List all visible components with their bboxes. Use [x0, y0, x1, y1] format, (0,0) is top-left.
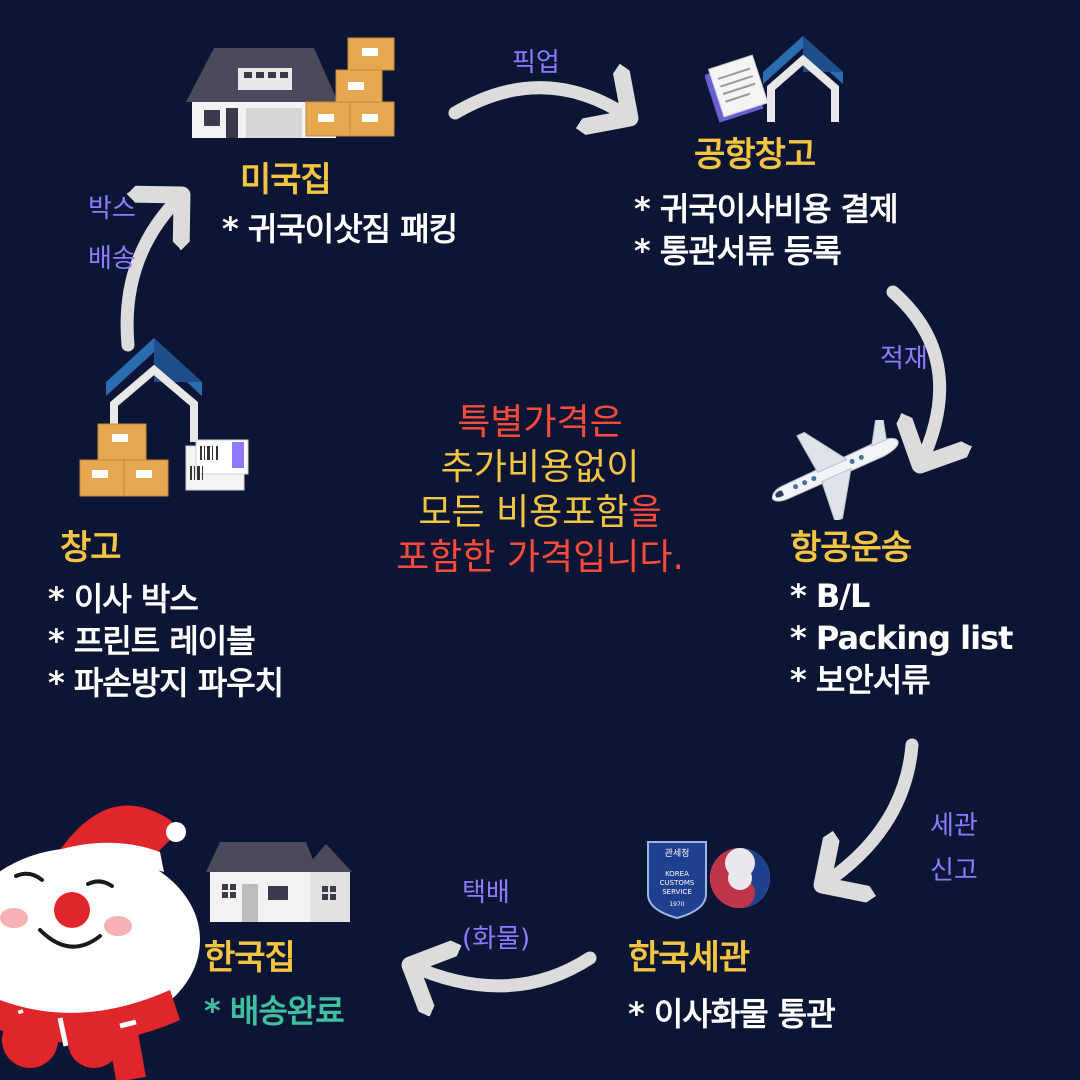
korea-customs-item-1: * 이사화물 통관: [628, 993, 835, 1035]
arrow-label-box-1: 박스: [88, 188, 136, 225]
center-line-2: 추가비용없이: [340, 445, 740, 490]
us-home-title: 미국집: [240, 152, 331, 201]
airport-warehouse-title: 공항창고: [694, 127, 815, 176]
arrow-label-courier-2: (화물): [462, 918, 530, 955]
air-transport-item-3: * 보안서류: [790, 659, 930, 701]
badge-text-2: CUSTOMS: [660, 879, 695, 887]
airport-warehouse-item-1: * 귀국이사비용 결제: [634, 188, 898, 230]
korea-customs-title: 한국세관: [628, 930, 749, 979]
warehouse-item-1: * 이사 박스: [48, 578, 198, 620]
warehouse-title: 창고: [60, 520, 121, 569]
center-line-4: 포함한 가격입니다.: [340, 535, 740, 580]
arrow-customs: [822, 745, 912, 885]
us-home-item-1: * 귀국이삿짐 패킹: [222, 208, 457, 250]
arrow-courier: [410, 958, 590, 986]
arrow-label-box-2: 배송: [88, 238, 136, 275]
air-transport-item-2: * Packing list: [790, 617, 1012, 659]
badge-text-1: KOREA: [665, 870, 689, 878]
center-line-3b: 을: [629, 492, 662, 533]
center-line-1: 특별가격은: [340, 400, 740, 445]
korea-house-icon: [206, 842, 352, 924]
center-message: 특별가격은 추가비용없이 모든 비용포함을 포함한 가격입니다.: [340, 400, 740, 580]
airport-warehouse-item-2: * 통관서류 등록: [634, 230, 841, 272]
korea-customs-badge-icon: 관세청 KOREA CUSTOMS SERVICE 1970: [644, 838, 772, 920]
center-line-3a: 모든 비용포함: [418, 492, 628, 533]
warehouse-item-3: * 파손방지 파우치: [48, 662, 283, 704]
center-line-3: 모든 비용포함을: [340, 490, 740, 535]
korea-home-item-1: * 배송완료: [204, 990, 344, 1032]
arrow-label-pickup: 픽업: [512, 42, 560, 79]
badge-text-3: SERVICE: [662, 888, 692, 896]
arrow-label-customs-1: 세관: [930, 805, 978, 842]
warehouse-document-icon: [705, 36, 845, 124]
snowman-illustration: [0, 790, 200, 1080]
korea-home-title: 한국집: [204, 930, 295, 979]
airplane-icon: [758, 420, 908, 520]
badge-agency: 관세청: [665, 848, 690, 859]
us-house-icon: [186, 36, 396, 140]
warehouse-item-2: * 프린트 레이블: [48, 620, 255, 662]
arrow-pickup: [455, 88, 630, 118]
air-transport-title: 항공운송: [790, 520, 911, 569]
arrow-label-customs-2: 신고: [930, 850, 978, 887]
warehouse-boxes-icon: [76, 338, 252, 500]
air-transport-item-1: * B/L: [790, 575, 869, 617]
arrow-label-courier-1: 택배: [462, 872, 510, 909]
arrow-label-loading: 적재: [880, 338, 928, 375]
badge-year: 1970: [669, 901, 684, 908]
